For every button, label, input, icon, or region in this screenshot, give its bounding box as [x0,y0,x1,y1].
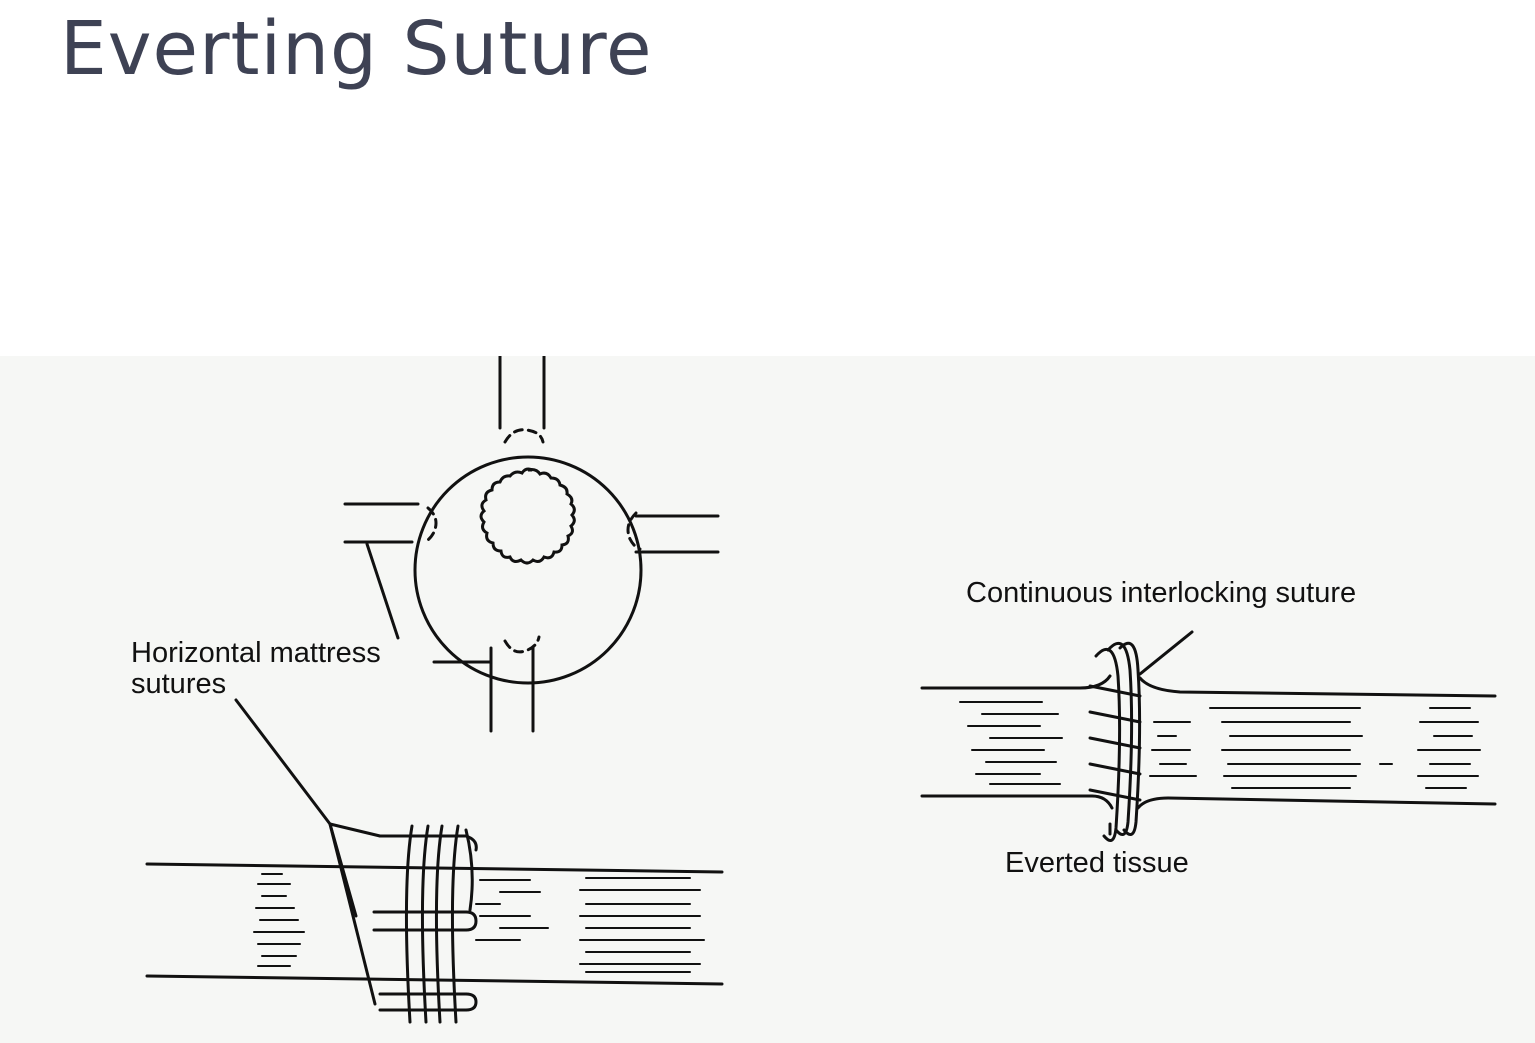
horizontal-mattress-vessel [145,698,724,1024]
horizontal-mattress-label-line2: sutures [131,668,227,700]
continuous-interlocking-vessel [920,630,1497,842]
horizontal-mattress-label-line1: Horizontal mattress [131,637,381,669]
everted-tissue-label: Everted tissue [1005,847,1189,879]
vessel-outer-wall [413,455,643,685]
everted-lumen-edge [479,467,576,565]
suture-diagram [145,356,1497,1024]
vessel-cross-section [343,356,720,733]
slide-title: Everting Suture [60,6,653,92]
suture-figure: Horizontal mattress sutures Continuous i… [0,356,1535,1043]
continuous-interlocking-label: Continuous interlocking suture [966,577,1357,609]
horizontal-mattress-label: Horizontal mattress sutures [131,638,381,700]
